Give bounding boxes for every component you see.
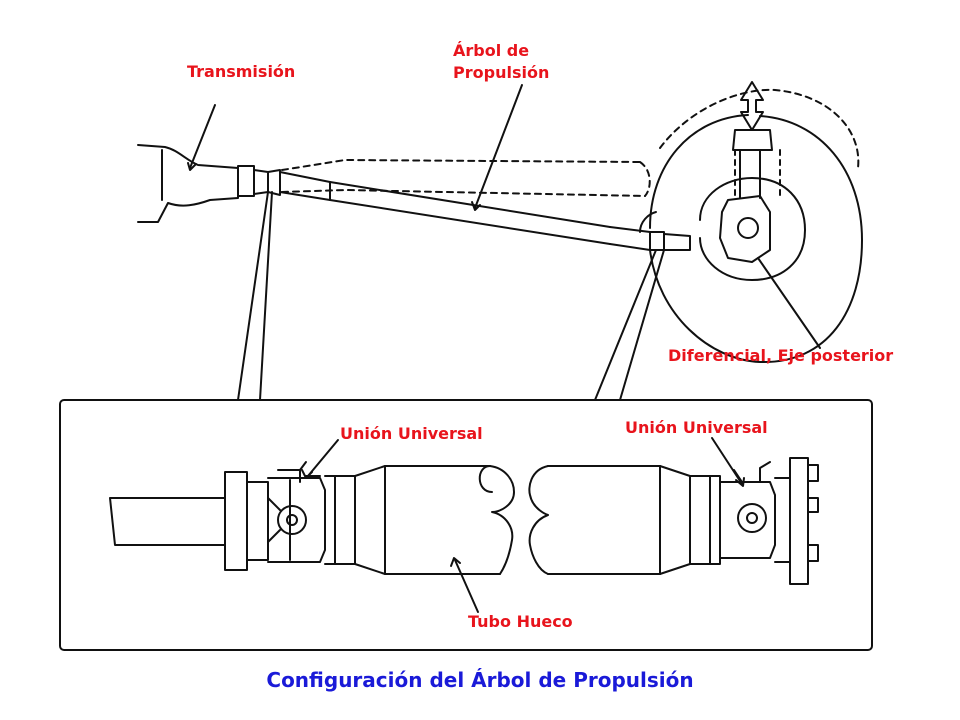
up-down-arrow-icon — [740, 81, 764, 131]
label-propeller-shaft-line2: Propulsión — [453, 63, 550, 82]
label-propeller-shaft-line1: Árbol de — [453, 41, 530, 60]
leader-lines-detail — [301, 437, 745, 613]
magnify-lines — [237, 191, 665, 401]
rear-axle-differential — [639, 114, 863, 364]
diagram-title: Configuración del Árbol de Propulsión — [266, 668, 694, 692]
detail-left-assembly — [109, 461, 326, 571]
label-transmission: Transmisión — [187, 62, 296, 81]
label-universal-joint-right: Unión Universal — [625, 418, 768, 437]
raised-shaft-outline — [281, 159, 651, 197]
raised-wheel-outline — [659, 88, 860, 169]
transmission-housing — [137, 144, 269, 223]
propeller-shaft — [267, 169, 691, 251]
label-hollow-tube: Tubo Hueco — [468, 612, 573, 631]
detail-panel — [59, 399, 873, 651]
leader-lines-upper — [187, 84, 821, 349]
label-differential: Diferencial, Eje posterior — [668, 346, 894, 365]
detail-right-assembly — [719, 457, 819, 585]
detail-hollow-tube — [324, 465, 721, 575]
label-universal-joint-left: Unión Universal — [340, 424, 483, 443]
